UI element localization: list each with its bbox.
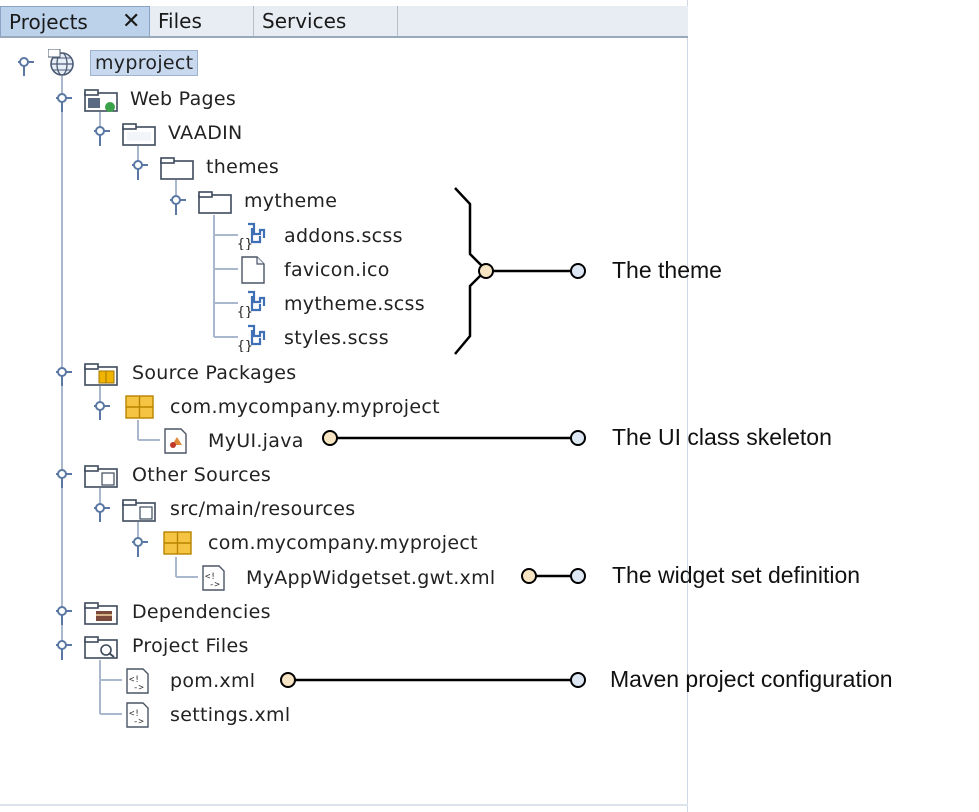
tree-node-label: com.mycompany.myproject <box>208 532 478 554</box>
tree-node-mytheme-scss[interactable]: {} mytheme.scss <box>236 289 486 319</box>
tree-node-web-pages[interactable]: Web Pages <box>84 84 584 114</box>
tree-node-myproject[interactable]: myproject <box>48 48 648 78</box>
tab-projects[interactable]: Projects ✕ <box>0 6 150 36</box>
scss-file-icon: {} <box>237 222 266 250</box>
tree-node-label: Web Pages <box>130 88 237 110</box>
svg-text:{}: {} <box>237 237 253 250</box>
svg-text:{}: {} <box>237 339 253 352</box>
tree-node-label: mytheme <box>244 190 338 212</box>
svg-text:->: -> <box>209 580 220 590</box>
tab-files-label: Files <box>158 9 202 33</box>
theme-callout-end-dot <box>570 263 586 279</box>
tree-node-widgetset-xml[interactable]: <! -> MyAppWidgetset.gwt.xml <box>198 563 528 593</box>
tab-services[interactable]: Services <box>254 6 398 36</box>
tree-node-myui-java[interactable]: MyUI.java <box>160 426 410 456</box>
scss-file-icon: {} <box>237 324 266 352</box>
tree-node-label: VAADIN <box>168 122 243 144</box>
other-folder-icon <box>84 465 118 488</box>
scss-file-icon: {} <box>237 290 266 318</box>
dependencies-folder-icon <box>84 602 118 625</box>
svg-text:{}: {} <box>237 305 253 318</box>
tree-node-addons-scss[interactable]: {} addons.scss <box>236 221 486 251</box>
tree-node-label: pom.xml <box>170 670 256 692</box>
package-icon <box>125 395 154 419</box>
tree-node-label: settings.xml <box>170 704 291 726</box>
tree-node-favicon-ico[interactable]: favicon.ico <box>236 255 486 285</box>
folder-icon <box>122 123 156 146</box>
callout-theme: The theme <box>612 257 722 283</box>
xml-file-icon: <! -> <box>126 702 149 728</box>
tree-node-label: MyUI.java <box>208 430 304 452</box>
widgetset-callout-end-dot <box>570 568 586 584</box>
java-file-icon <box>164 428 187 454</box>
tree-node-settings-xml[interactable]: <! -> settings.xml <box>122 700 372 730</box>
tree-node-mytheme[interactable]: mytheme <box>198 186 498 216</box>
tree-node-other-sources[interactable]: Other Sources <box>84 460 584 490</box>
svg-text:<!: <! <box>205 572 216 582</box>
tree-node-vaadin[interactable]: VAADIN <box>122 118 522 148</box>
xml-file-icon: <! -> <box>202 565 225 591</box>
tree-node-resources[interactable]: src/main/resources <box>122 494 522 524</box>
maven-callout-end-dot <box>570 672 586 688</box>
tab-bar: Projects ✕ Files Services <box>0 6 688 38</box>
widgetset-callout-start-dot <box>521 568 537 584</box>
callout-maven: Maven project configuration <box>610 666 893 692</box>
tree-node-label: addons.scss <box>284 225 403 247</box>
svg-text:<!: <! <box>129 709 140 719</box>
tree-node-dependencies[interactable]: Dependencies <box>84 597 584 627</box>
close-icon[interactable]: ✕ <box>122 9 141 34</box>
tree-node-label: mytheme.scss <box>284 293 425 315</box>
maven-callout-start-dot <box>280 672 296 688</box>
folder-icon <box>198 191 232 214</box>
xml-file-icon: <! -> <box>126 668 149 694</box>
tree-node-label: Other Sources <box>132 464 272 486</box>
project-files-folder-icon <box>84 636 118 659</box>
tree-guide-lines <box>18 57 238 715</box>
theme-callout-start-dot <box>478 263 494 279</box>
panel-bottom-border <box>0 804 688 806</box>
tree-node-source-packages[interactable]: Source Packages <box>84 358 584 388</box>
tree-node-project-files[interactable]: Project Files <box>84 631 584 661</box>
tree-node-resource-package[interactable]: com.mycompany.myproject <box>160 528 560 558</box>
svg-text:<!: <! <box>129 675 140 685</box>
tree-node-label: com.mycompany.myproject <box>170 396 440 418</box>
tree-node-label: themes <box>206 156 280 178</box>
package-icon <box>163 531 192 555</box>
tree-node-label: MyAppWidgetset.gwt.xml <box>246 567 496 589</box>
file-icon <box>241 256 265 284</box>
tree-node-label: favicon.ico <box>284 259 390 281</box>
projects-panel: Projects ✕ Files Services <box>0 0 688 812</box>
svg-text:->: -> <box>133 717 144 727</box>
tree-node-label: Source Packages <box>132 362 297 384</box>
tree-node-label: Dependencies <box>132 601 271 623</box>
tree-node-label: Project Files <box>132 635 249 657</box>
tree-node-themes[interactable]: themes <box>160 152 560 182</box>
tree-node-label: src/main/resources <box>170 498 356 520</box>
tree-node-source-package[interactable]: com.mycompany.myproject <box>122 392 522 422</box>
tree-node-label: styles.scss <box>284 327 389 349</box>
tab-services-label: Services <box>262 9 347 33</box>
resource-folder-icon <box>122 499 156 522</box>
svg-text:->: -> <box>133 683 144 693</box>
tree-node-styles-scss[interactable]: {} styles.scss <box>236 323 486 353</box>
callout-widgetset: The widget set definition <box>612 562 861 588</box>
globe-icon <box>48 49 74 76</box>
tree-node-label: myproject <box>90 50 199 76</box>
ui-class-callout-start-dot <box>322 430 338 446</box>
tab-projects-label: Projects <box>9 10 88 34</box>
tab-files[interactable]: Files <box>150 6 254 36</box>
web-folder-icon <box>84 89 118 112</box>
callout-ui-class: The UI class skeleton <box>612 424 832 450</box>
ui-class-callout-end-dot <box>570 430 586 446</box>
tree-node-pom-xml[interactable]: <! -> pom.xml <box>122 666 372 696</box>
source-folder-icon <box>84 363 118 386</box>
folder-icon <box>160 157 194 180</box>
